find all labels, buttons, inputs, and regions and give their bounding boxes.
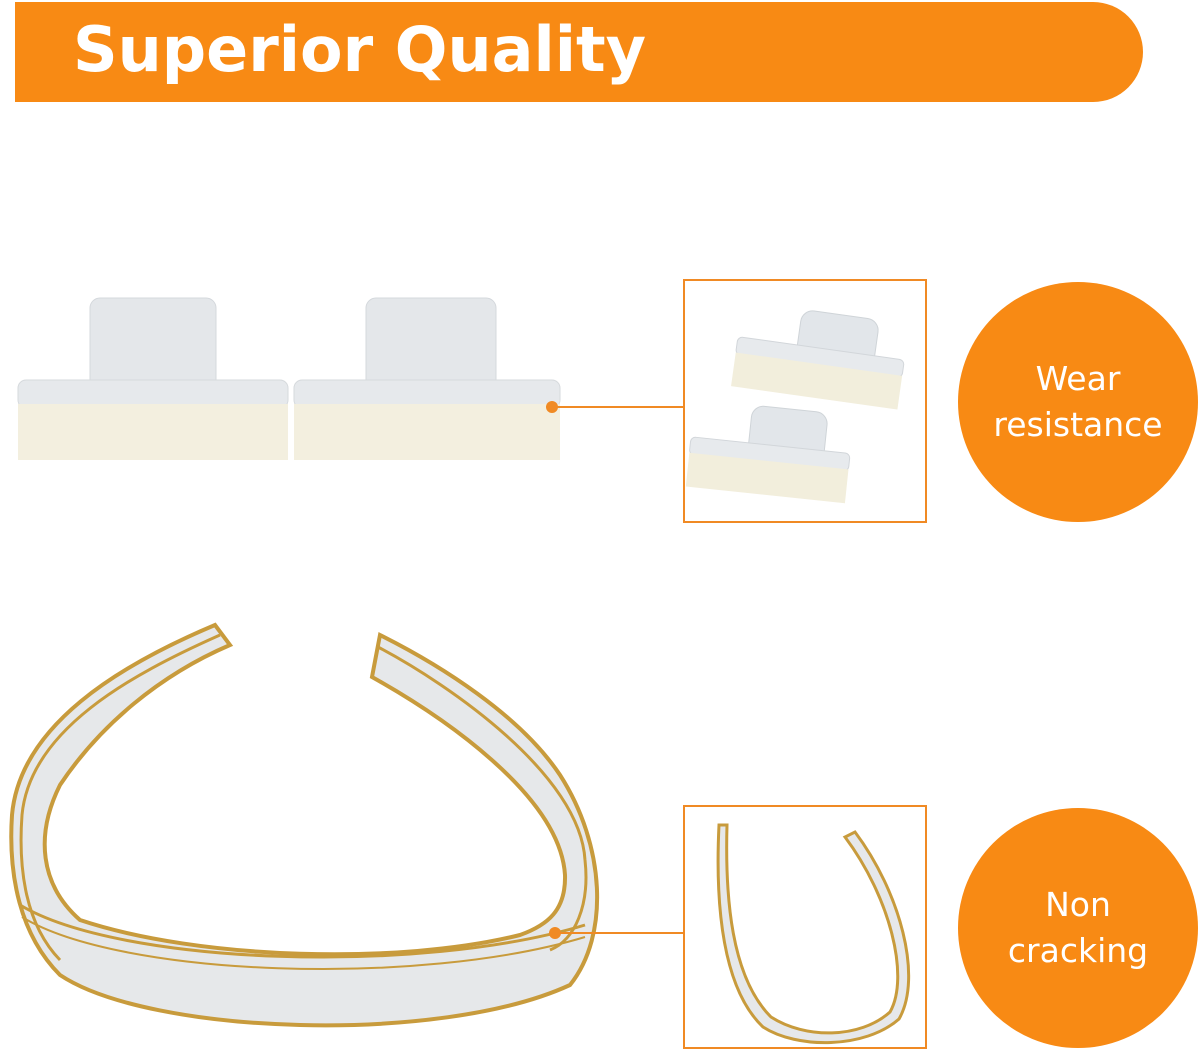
clip-pads-image [17, 297, 561, 460]
header-banner: Superior Quality [15, 2, 1143, 102]
badge-non-cracking: Non cracking [958, 808, 1198, 1048]
badge-wear-line-1: Wear [1035, 359, 1121, 398]
wear-connector-line [552, 406, 684, 408]
crack-detail-frame [683, 805, 927, 1049]
badge-wear-line-2: resistance [993, 405, 1163, 444]
badge-wear-resistance: Wear resistance [958, 282, 1198, 522]
wear-detail-frame [683, 279, 927, 523]
headband-image [9, 622, 600, 1028]
badge-non-line-2: cracking [1007, 931, 1149, 970]
headband-bent-detail-image [716, 823, 911, 1045]
banner-title: Superior Quality [73, 13, 647, 86]
clip-pads-detail-image [685, 310, 905, 504]
badge-non-line-1: Non [1045, 885, 1111, 924]
crack-connector-line [555, 932, 684, 934]
